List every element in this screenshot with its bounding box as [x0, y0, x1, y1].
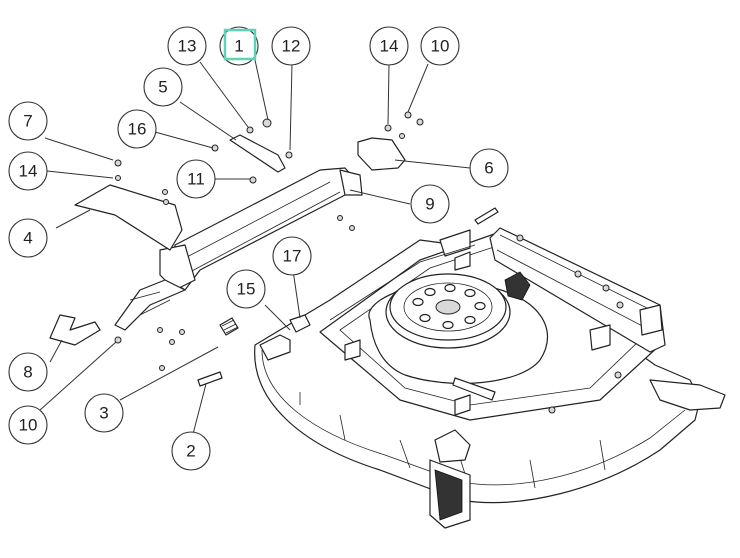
callout-label: 11: [187, 170, 205, 189]
callout-13: 13: [167, 26, 207, 66]
callout-label: 13: [178, 37, 197, 56]
callout-10-top: 10: [420, 26, 460, 66]
part-3-spring: [219, 317, 239, 336]
callout-11: 11: [176, 159, 216, 199]
callout-label: 8: [23, 363, 32, 382]
callout-label: 14: [380, 37, 399, 56]
callout-5: 5: [143, 67, 183, 107]
callout-16: 16: [117, 109, 157, 149]
part-6-bracket: [357, 137, 406, 171]
callout-label: 3: [99, 404, 108, 423]
callout-8: 8: [8, 352, 48, 392]
part-4-plate: [74, 184, 183, 251]
callout-12: 12: [271, 26, 311, 66]
callout-15: 15: [226, 269, 266, 309]
hardware: [114, 111, 424, 371]
callout-label: 4: [23, 229, 32, 248]
callout-label: 12: [282, 37, 301, 56]
callout-label: 9: [425, 195, 434, 214]
callout-7: 7: [8, 101, 48, 141]
callout-17: 17: [272, 236, 312, 276]
callout-label: 17: [283, 247, 302, 266]
callout-3: 3: [84, 393, 124, 433]
callout-label: 5: [158, 78, 167, 97]
part-5-link: [229, 134, 286, 173]
mower-deck: [254, 207, 726, 529]
callout-label: 7: [23, 112, 32, 131]
leader-lines: [39, 59, 471, 435]
callout-4: 4: [8, 218, 48, 258]
callout-label: 14: [19, 162, 38, 181]
callout-14-left: 14: [8, 151, 48, 191]
callout-label: 1: [234, 37, 243, 56]
pulley-holes: [412, 283, 486, 330]
callout-14-top: 14: [369, 26, 409, 66]
deck-bolts: [516, 234, 624, 414]
callout-1-highlight: [223, 28, 257, 61]
callout-10-left: 10: [8, 405, 48, 445]
callout-label: 2: [186, 442, 195, 461]
callout-6: 6: [469, 148, 509, 188]
callout-9: 9: [410, 184, 450, 224]
callout-2: 2: [171, 431, 211, 471]
part-8-clip: [49, 314, 101, 346]
callout-label: 16: [128, 120, 147, 139]
callout-label: 15: [237, 280, 256, 299]
callout-label: 6: [484, 159, 493, 178]
part-15-bracket: [259, 334, 291, 361]
part-2-pin: [197, 371, 223, 387]
callout-1: 1: [219, 26, 259, 66]
callout-label: 10: [19, 416, 38, 435]
callout-label: 10: [431, 37, 450, 56]
part-9-front-bar: [114, 167, 363, 331]
